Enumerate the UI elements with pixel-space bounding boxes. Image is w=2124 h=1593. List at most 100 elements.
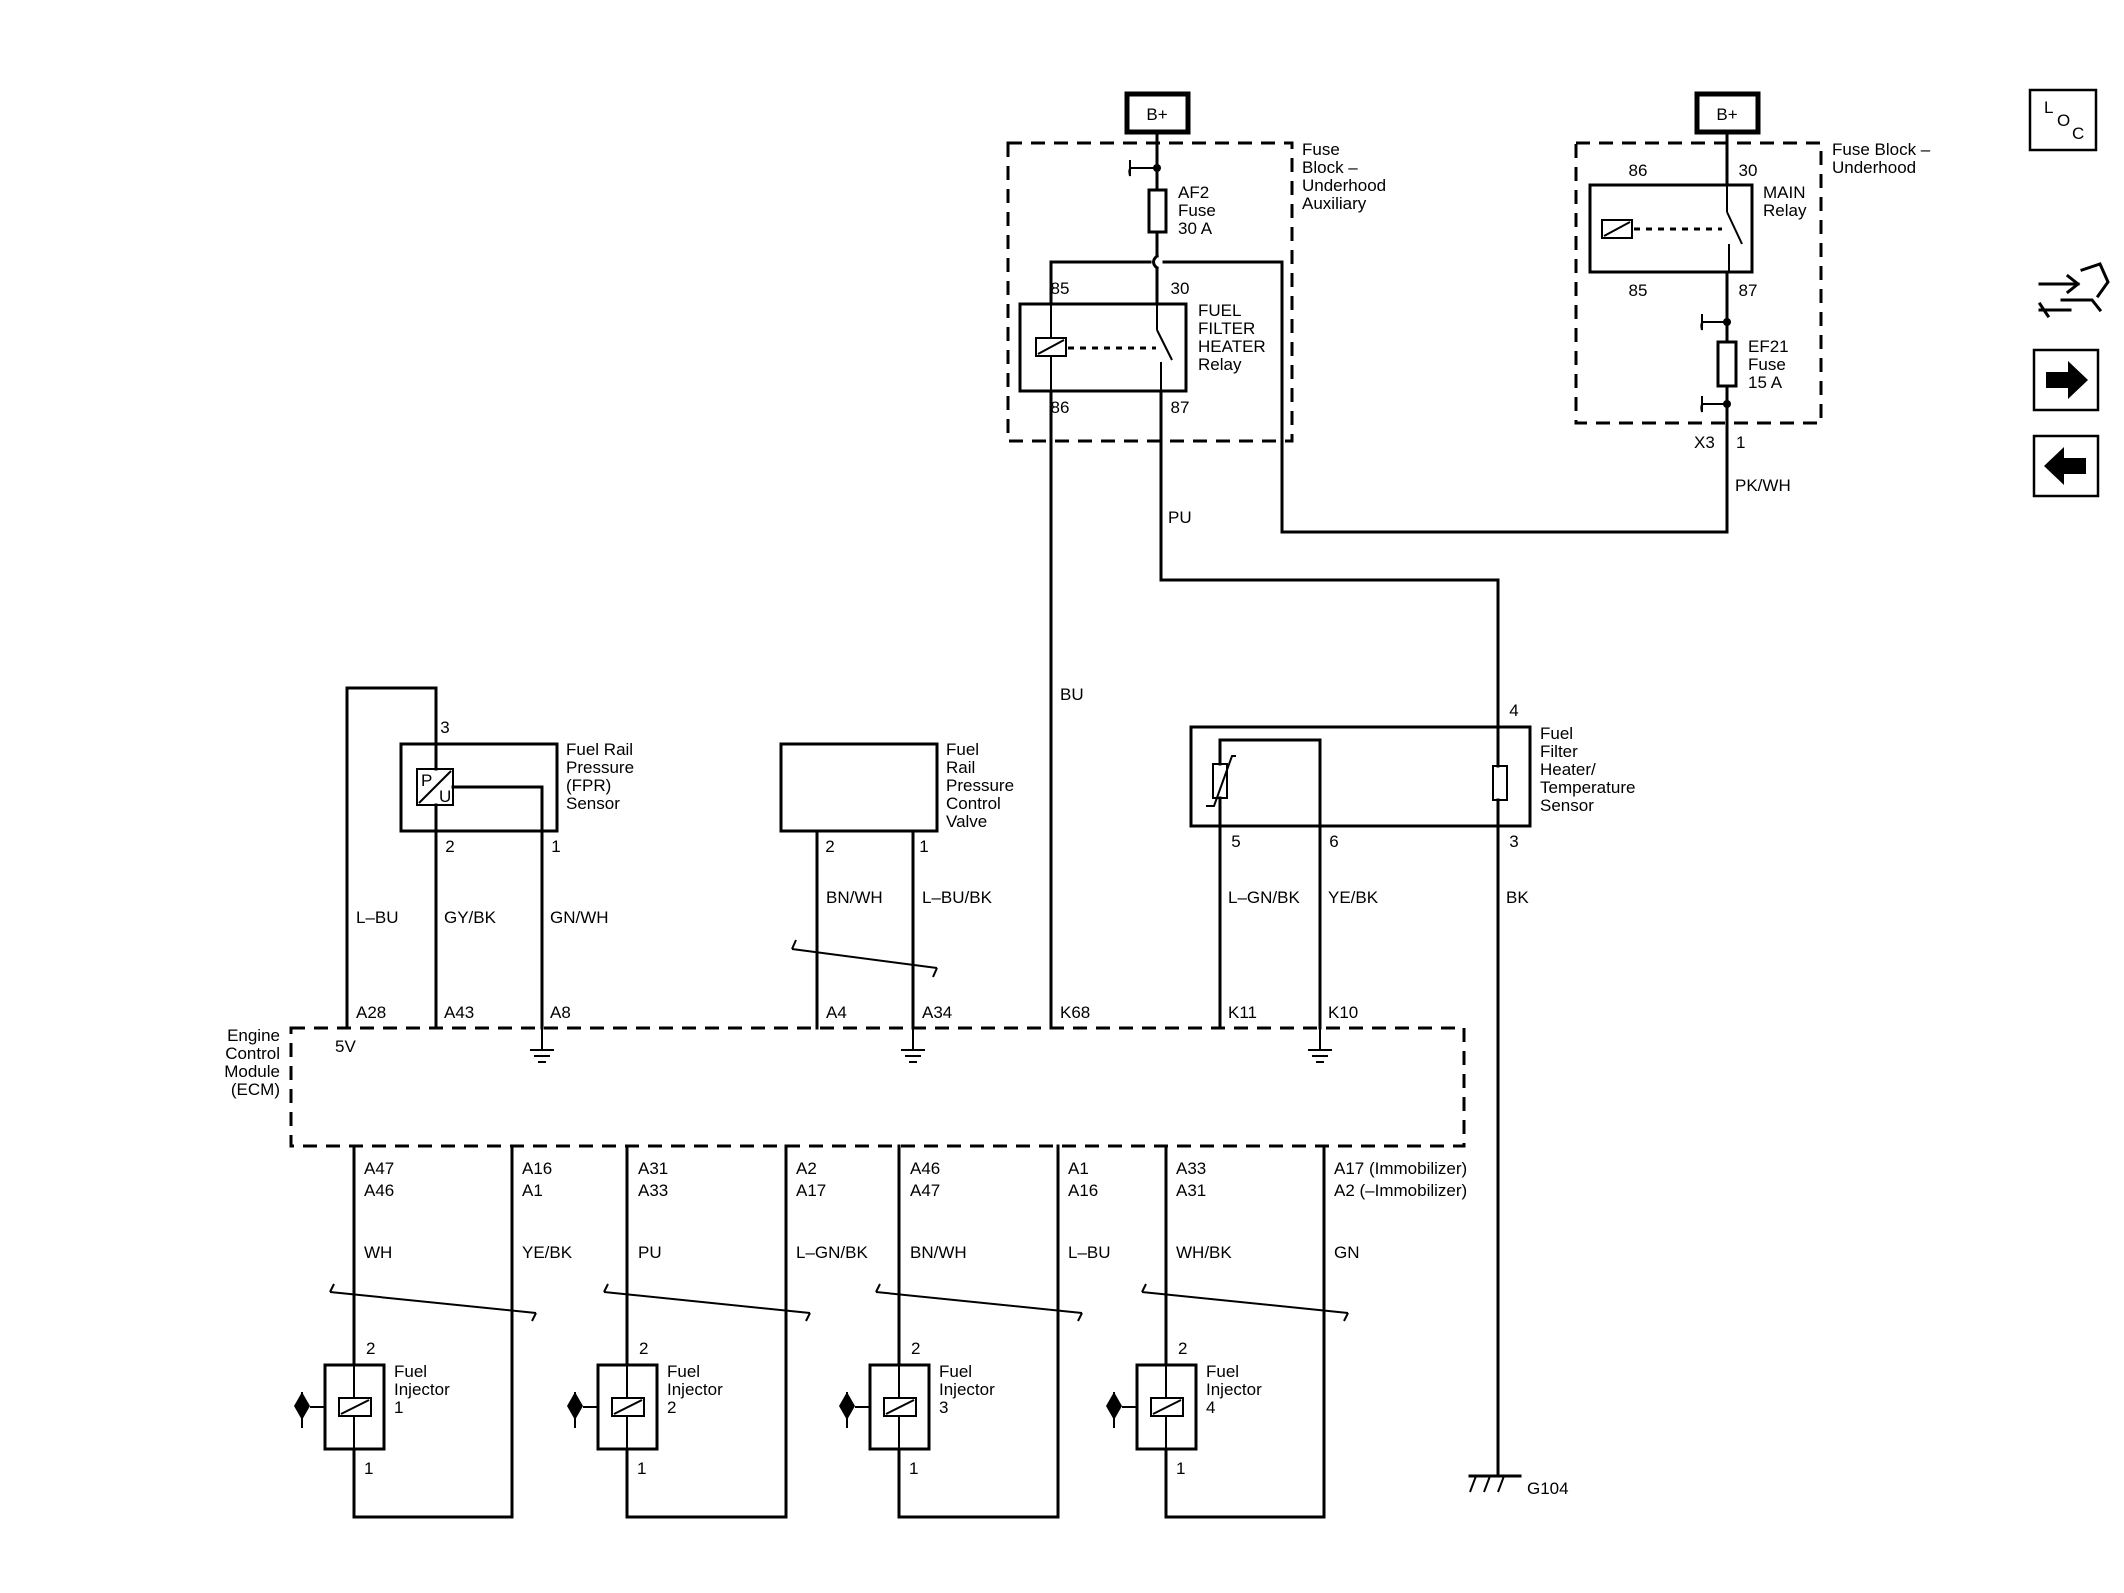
main-relay-coil-icon: [1601, 219, 1633, 239]
svg-text:Injector: Injector: [1206, 1380, 1262, 1399]
svg-text:A46: A46: [364, 1181, 394, 1200]
svg-text:K11: K11: [1228, 1003, 1257, 1022]
wire-l-gn-bk: L–GN/BK: [1228, 888, 1300, 907]
svg-text:Relay: Relay: [1763, 201, 1807, 220]
svg-text:Valve: Valve: [946, 812, 987, 831]
previous-page-button[interactable]: [2032, 434, 2100, 498]
svg-text:Fuel: Fuel: [939, 1362, 972, 1381]
wire-bn-wh: BN/WH: [826, 888, 883, 907]
svg-text:HEATER: HEATER: [1198, 337, 1266, 356]
svg-text:Fuel: Fuel: [1206, 1362, 1239, 1381]
svg-text:A47: A47: [910, 1181, 940, 1200]
svg-text:85: 85: [1051, 279, 1070, 298]
svg-text:4: 4: [1206, 1398, 1215, 1417]
svg-text:A46: A46: [910, 1159, 940, 1178]
svg-text:B+: B+: [1146, 105, 1167, 124]
svg-text:1: 1: [637, 1459, 646, 1478]
svg-text:Fuse: Fuse: [1178, 201, 1216, 220]
svg-text:4: 4: [1509, 701, 1518, 720]
svg-text:1: 1: [394, 1398, 403, 1417]
svg-text:3: 3: [1509, 832, 1518, 851]
next-page-button[interactable]: [2032, 348, 2100, 412]
svg-text:2: 2: [366, 1339, 375, 1358]
svg-text:Heater/: Heater/: [1540, 760, 1596, 779]
svg-text:5: 5: [1231, 832, 1240, 851]
svg-text:5V: 5V: [335, 1037, 356, 1056]
location-button[interactable]: L O C: [2028, 88, 2098, 152]
svg-text:AF2: AF2: [1178, 183, 1209, 202]
svg-text:2: 2: [825, 837, 834, 856]
b-plus-main: B+: [1694, 91, 1761, 135]
svg-text:L: L: [2044, 98, 2053, 117]
svg-text:30 A: 30 A: [1178, 219, 1213, 238]
injector-circuit-3: BN/WH L–BU 2 1 Fuel Injector 3: [839, 1144, 1111, 1519]
svg-text:Underhood: Underhood: [1832, 158, 1916, 177]
ground-g104: G104: [1468, 1474, 1569, 1498]
svg-text:L–BU: L–BU: [1068, 1243, 1111, 1262]
svg-text:2: 2: [667, 1398, 676, 1417]
svg-text:86: 86: [1629, 161, 1648, 180]
svg-text:1: 1: [1176, 1459, 1185, 1478]
fuel-filter-heater-temperature-sensor: 4 5 6 3 Fuel Filter Heater/ Temperature …: [1189, 701, 1635, 851]
ecm-internal-ground-icon: [530, 1028, 1332, 1063]
svg-text:Fuel: Fuel: [1540, 724, 1573, 743]
svg-text:A2: A2: [796, 1159, 817, 1178]
wire-l-bu: L–BU: [356, 908, 399, 927]
fuel-injector-1: 2 1 Fuel Injector 1: [294, 1339, 450, 1478]
af2-fuse: [1147, 188, 1168, 234]
engine-control-module: Engine Control Module (ECM) 5V A28 A43 A…: [224, 1003, 1467, 1200]
b-plus-aux: B+: [1124, 91, 1191, 135]
fuel-injector-3: 2 1 Fuel Injector 3: [839, 1339, 995, 1478]
svg-text:87: 87: [1739, 281, 1758, 300]
svg-text:L–GN/BK: L–GN/BK: [796, 1243, 868, 1262]
svg-text:K10: K10: [1328, 1003, 1358, 1022]
fuel-rail-pressure-control-valve: 2 1 Fuel Rail Pressure Control Valve: [779, 740, 1014, 856]
main-relay-switch-icon: [1726, 185, 1743, 272]
left-arrow-icon: [2044, 447, 2086, 485]
svg-text:BN/WH: BN/WH: [910, 1243, 967, 1262]
fuel-injector-4: 2 1 Fuel Injector 4: [1106, 1339, 1262, 1478]
svg-text:P: P: [421, 771, 432, 790]
svg-text:PK/WH: PK/WH: [1735, 476, 1791, 495]
svg-text:3: 3: [440, 718, 449, 737]
svg-text:2: 2: [639, 1339, 648, 1358]
svg-text:WH/BK: WH/BK: [1176, 1243, 1232, 1262]
svg-text:Module: Module: [224, 1062, 280, 1081]
fuse-block-underhood: Fuse Block – Underhood 86 30 85 87 MAIN …: [1574, 130, 1931, 534]
svg-text:Fuel: Fuel: [394, 1362, 427, 1381]
svg-text:A34: A34: [922, 1003, 952, 1022]
svg-text:2: 2: [911, 1339, 920, 1358]
svg-text:A33: A33: [638, 1181, 668, 1200]
svg-text:Control: Control: [225, 1044, 280, 1063]
svg-text:EF21: EF21: [1748, 337, 1789, 356]
relay-switch-icon: [1156, 304, 1173, 391]
svg-text:MAIN: MAIN: [1763, 183, 1806, 202]
wire-gn-wh: GN/WH: [550, 908, 609, 927]
svg-text:U: U: [439, 787, 451, 806]
connector-view-icon[interactable]: [2037, 262, 2110, 319]
svg-text:1: 1: [919, 837, 928, 856]
svg-text:YE/BK: YE/BK: [522, 1243, 573, 1262]
svg-text:FILTER: FILTER: [1198, 319, 1255, 338]
svg-text:Injector: Injector: [939, 1380, 995, 1399]
svg-text:Fuel Rail: Fuel Rail: [566, 740, 633, 759]
svg-text:86: 86: [1051, 398, 1070, 417]
svg-text:Control: Control: [946, 794, 1001, 813]
wire-ye-bk: YE/BK: [1328, 888, 1379, 907]
svg-text:Filter: Filter: [1540, 742, 1578, 761]
svg-text:A8: A8: [550, 1003, 571, 1022]
right-arrow-icon: [2046, 361, 2088, 399]
injector-circuit-2: PU L–GN/BK 2 1 Fuel Injector 2: [567, 1144, 868, 1519]
fuse-block-underhood-auxiliary: Fuse Block – Underhood Auxiliary AF2 Fus…: [1006, 130, 1386, 534]
svg-text:2: 2: [445, 837, 454, 856]
svg-text:A17 (Immobilizer): A17 (Immobilizer): [1334, 1159, 1467, 1178]
fuel-injector-2: 2 1 Fuel Injector 2: [567, 1339, 723, 1478]
relay-label: FUEL FILTER HEATER Relay: [1198, 301, 1266, 374]
svg-text:FUEL: FUEL: [1198, 301, 1241, 320]
svg-text:Block –: Block –: [1302, 158, 1358, 177]
wire-bu: BU: [1049, 389, 1084, 1030]
svg-text:Engine: Engine: [227, 1026, 280, 1045]
svg-text:Fuse: Fuse: [1302, 140, 1340, 159]
svg-text:3: 3: [939, 1398, 948, 1417]
